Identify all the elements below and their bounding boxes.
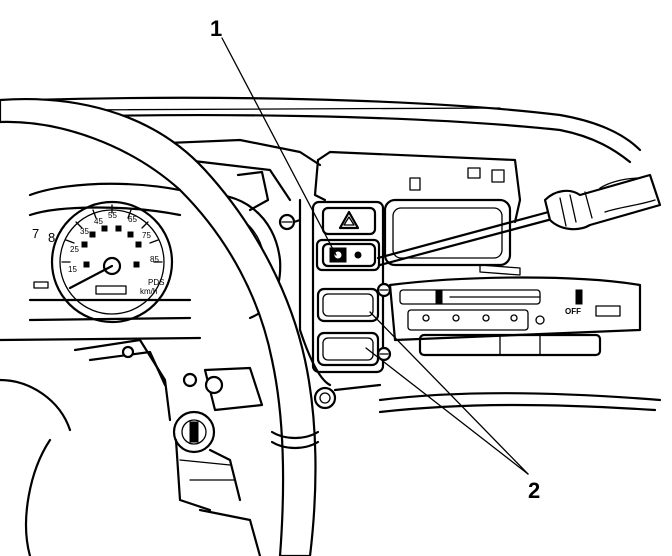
blank-switch bbox=[316, 287, 380, 323]
leader-line bbox=[221, 37, 337, 256]
steering-column bbox=[73, 338, 264, 556]
gauge-small-label: km/h bbox=[140, 287, 157, 296]
hazard-switch bbox=[321, 206, 377, 236]
turn-signal-lever-end bbox=[204, 375, 224, 395]
steering-wheel bbox=[0, 98, 320, 556]
speedometer-dial bbox=[50, 200, 174, 324]
gauge-number: 45 bbox=[94, 217, 103, 226]
gauge-number: 85 bbox=[150, 255, 159, 264]
hvac-mode-icons bbox=[422, 314, 545, 325]
callout-label: 1 bbox=[210, 16, 222, 41]
gauge-small-label: PDS bbox=[148, 278, 164, 287]
hvac-sliders bbox=[435, 289, 583, 305]
speedometer-needle bbox=[68, 264, 114, 290]
switch-bank bbox=[311, 200, 392, 374]
gauge-number: 65 bbox=[128, 215, 137, 224]
gauge-number: 25 bbox=[70, 245, 79, 254]
speedometer-inner-blocks bbox=[81, 225, 142, 268]
gauge-number: 15 bbox=[68, 265, 77, 274]
gauge-number: 7 bbox=[32, 226, 39, 241]
speedometer-ticks bbox=[61, 204, 163, 263]
dash-top-outline bbox=[28, 96, 642, 164]
screwdriver-shaft bbox=[376, 208, 558, 260]
gauge-number: 8 bbox=[48, 230, 55, 245]
gauge-number: 55 bbox=[108, 211, 117, 220]
dash-trim bbox=[0, 336, 662, 414]
gauge-number: 75 bbox=[142, 231, 151, 240]
screwdriver-handle bbox=[543, 173, 662, 231]
screwdriver bbox=[376, 173, 662, 267]
callout-2: 2 bbox=[365, 311, 540, 503]
leader-line bbox=[365, 347, 529, 475]
gauge-number: 35 bbox=[80, 227, 89, 236]
hvac-panel: OFF bbox=[388, 264, 642, 357]
blank-switch bbox=[316, 331, 380, 367]
fan-label: OFF bbox=[565, 307, 581, 316]
steering-wheel-rim bbox=[0, 98, 317, 556]
leader-line bbox=[369, 311, 529, 475]
center-stack bbox=[278, 150, 522, 332]
callout-1: 1 bbox=[210, 16, 337, 256]
callout-label: 2 bbox=[528, 478, 540, 503]
instrument-cluster: 7 8 15 25 35 45 55 65 75 85 PDS km/h bbox=[28, 182, 202, 324]
lower-dash bbox=[298, 328, 382, 410]
